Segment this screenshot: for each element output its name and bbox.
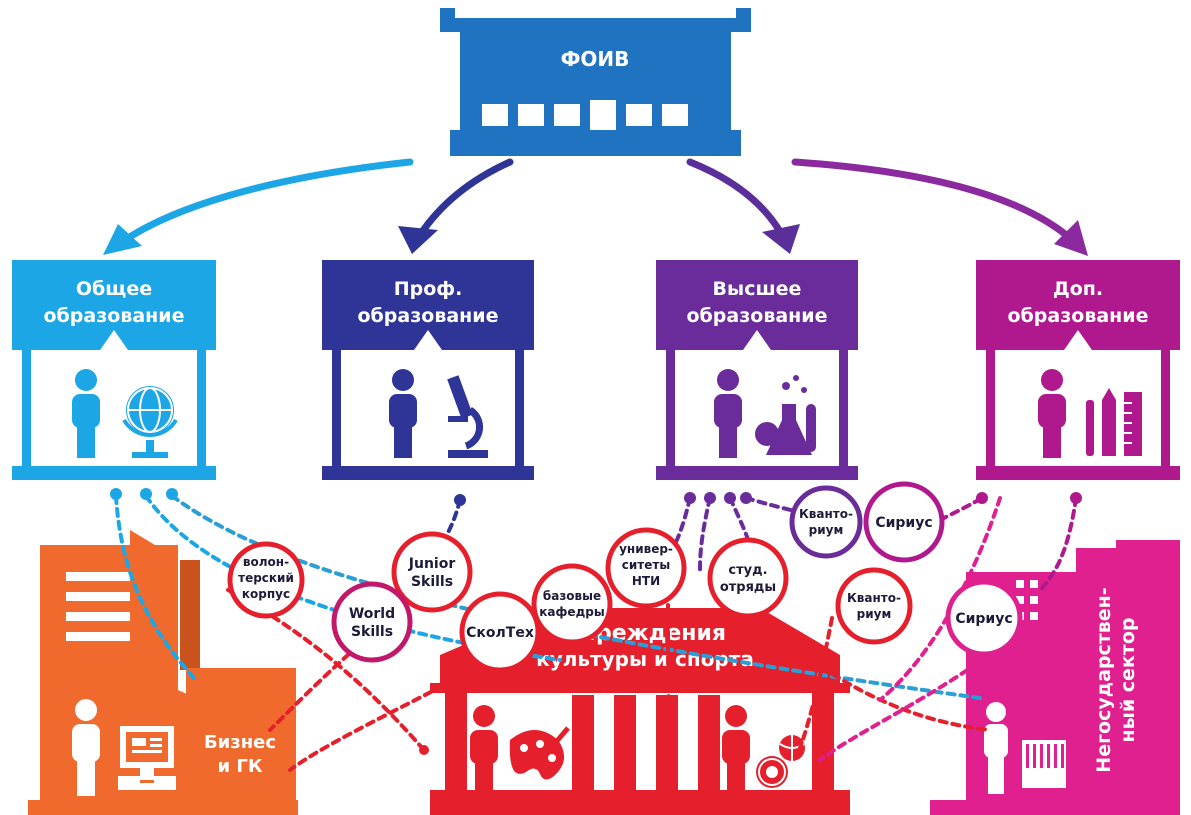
node-stud-line2: отряды [720,580,776,595]
node-kvant2-line2: риум [857,607,892,621]
node-base-line2: кафедры [539,605,604,619]
node-kvant1-line2: риум [809,523,844,537]
foiv-roof [455,18,736,32]
category-extra: Доп. образование [976,260,1180,480]
arrowhead-extra [1054,220,1088,256]
node-nti-line2: ситеты [622,558,670,572]
category-higher-line2: образование [686,305,827,327]
person-icon [714,369,742,458]
arrowhead-general [103,224,142,255]
computer-icon [118,726,176,790]
arrowhead-prof [398,226,438,254]
category-prof-line1: Проф. [394,278,463,300]
node-volunteer: волон- терский корпус [227,541,305,619]
arrowhead-higher [762,224,800,254]
node-sirius1-line1: Сириус [875,515,932,531]
culture-columns [572,695,720,790]
institution-nongov: Негосударствен- ный сектор [930,540,1180,815]
person-icon [72,369,100,458]
category-extra-line1: Доп. [1053,278,1103,300]
node-kvantorium-2: Кванто- риум [835,567,913,645]
person-icon [1038,369,1066,458]
nongov-line1: Негосударствен- [1093,587,1115,772]
business-line1: Бизнес [204,732,276,753]
person-icon [72,699,100,796]
category-general-line1: Общее [76,278,152,300]
node-world-skills: World Skills [331,581,413,663]
node-junior-skills: Junior Skills [391,531,473,613]
foiv-base [450,130,741,156]
node-junior-line2: Skills [411,574,453,590]
category-prof: Проф. образование [322,260,534,480]
foiv-building: ФОИВ [440,8,751,156]
node-stud-teams: студ. отряды [707,537,789,619]
lab-flasks-icon [755,375,816,455]
arrow-to-general [121,158,414,244]
piano-icon [1022,740,1066,788]
category-extra-line2: образование [1007,305,1148,327]
category-higher: Высшее образование [656,260,858,480]
business-line2: и ГК [217,756,262,777]
person-icon [389,369,417,458]
category-prof-line2: образование [357,305,498,327]
node-nti-line3: НТИ [632,574,660,588]
node-world-line2: Skills [351,624,393,640]
foiv-chimney-right [736,8,751,32]
node-world-line1: World [349,606,395,622]
institution-business: Бизнес и ГК [28,530,298,815]
node-stud-line1: студ. [728,563,767,578]
category-higher-line1: Высшее [713,278,802,300]
nongov-line2: ный сектор [1117,618,1139,743]
node-nti-line1: универ- [619,542,673,556]
node-skoltech: СколТех [459,591,541,673]
node-sirius2-line1: Сириус [955,611,1012,627]
person-icon [984,702,1008,794]
business-windows [66,572,130,641]
person-icon [470,705,498,790]
foiv-chimney-left [440,8,455,32]
palette-icon [509,726,570,780]
node-junior-line1: Junior [408,556,456,572]
node-sirius-1: Сириус [863,481,945,563]
microscope-icon [447,375,488,458]
node-volunteer-line1: волон- [243,555,289,569]
node-skoltech-line1: СколТех [466,625,534,641]
person-icon [722,705,750,790]
arrow-to-prof [416,158,514,239]
node-sirius-2: Сириус [945,579,1023,657]
node-base-chairs: базовые кафедры [531,563,613,645]
arrow-heads [103,220,1088,256]
foiv-label: ФОИВ [561,47,630,71]
node-volunteer-line3: корпус [242,587,290,601]
arrow-to-extra [791,158,1074,242]
globe-icon [122,386,178,458]
art-tools-icon [1086,388,1142,456]
foiv-windows [482,100,688,130]
node-volunteer-line2: терский [238,571,294,585]
node-nti: универ- ситеты НТИ [605,527,687,609]
node-kvant1-line1: Кванто- [799,507,853,521]
node-kvantorium-1: Кванто- риум [789,485,863,559]
top-arrows [121,158,1074,244]
node-kvant2-line1: Кванто- [847,591,901,605]
category-general-line2: образование [43,305,184,327]
arrow-to-higher [686,158,786,239]
category-general: Общее образование [12,260,216,480]
node-base-line1: базовые [543,589,601,603]
connector-dots [110,488,1082,755]
sport-balls-icon [756,735,805,788]
